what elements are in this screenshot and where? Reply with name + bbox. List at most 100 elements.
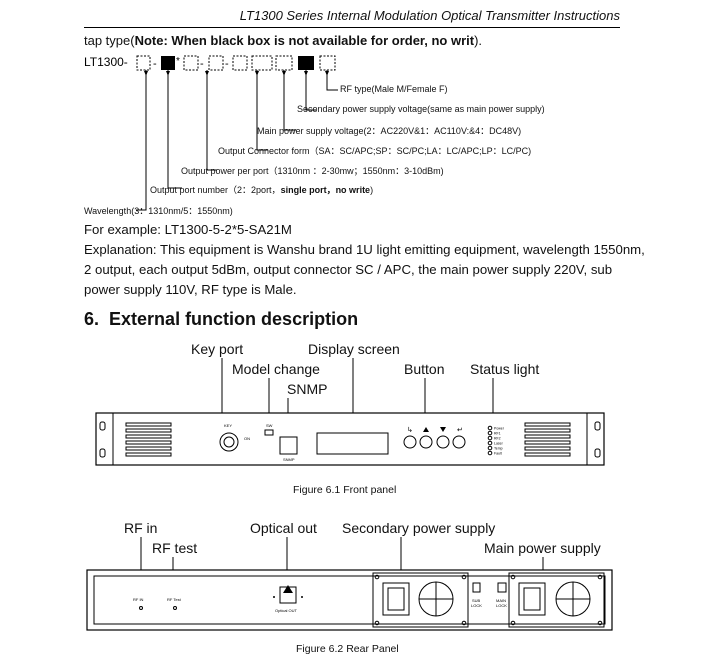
rf-test-port[interactable] (173, 606, 177, 610)
sub-lock-switch[interactable] (472, 582, 481, 593)
model-code-diagram: LT1300- - * - - (84, 55, 338, 211)
tap-type-prefix: tap type( (84, 33, 135, 48)
explanation-line-2: 2 output, each output 5dBm, output conne… (84, 262, 613, 277)
label-wavelength: Wavelength(3：1310nm/5：1550nm) (84, 206, 233, 216)
label-output-ports-pre: Output port number（2：2port， (150, 185, 281, 195)
laser-warning-icon (283, 585, 293, 593)
optical-screw (301, 596, 303, 598)
key-port-inner (223, 436, 235, 448)
down-icon (440, 427, 446, 432)
button-enter[interactable] (403, 435, 417, 449)
front-panel-caption: Figure 6.1 Front panel (293, 484, 397, 496)
code-box-main-power (275, 55, 293, 71)
rear-inner-frame (93, 575, 606, 625)
sw-text: SW (266, 423, 273, 428)
button-up[interactable] (419, 435, 433, 449)
rear-label-rf-in: RF in (124, 520, 158, 536)
front-chassis (95, 412, 605, 466)
main-lock-switch[interactable] (497, 582, 507, 593)
optical-screw (273, 596, 275, 598)
model-code-prefix: LT1300- (84, 55, 128, 69)
rear-label-secondary-ps: Secondary power supply (342, 520, 496, 536)
snmp-port[interactable] (279, 436, 298, 455)
led-label: Temp (494, 447, 503, 451)
button-down[interactable] (436, 435, 450, 449)
led-label: Fault (494, 452, 502, 456)
example-text: For example: LT1300-5-2*5-SA21M (84, 222, 292, 237)
status-light-labels: Power RF1 RF2 Laser Temp Fault (494, 427, 505, 456)
snmp-text: SNMP (283, 457, 295, 462)
model-code-star: * (176, 56, 180, 67)
explanation-line-3: power supply 110V, RF type is Male. (84, 282, 297, 297)
front-label-button: Button (404, 361, 445, 377)
rear-chassis (86, 569, 613, 631)
front-button-icons: ↳ ↵ (407, 426, 463, 434)
model-change-switch[interactable] (264, 429, 274, 436)
code-leader-arrows (144, 71, 329, 76)
led-label: Power (494, 427, 505, 431)
front-label-model-change: Model change (232, 361, 320, 377)
key-text: KEY (224, 423, 232, 428)
label-output-power: Output power per port（1310nm ：2-30mw；155… (181, 166, 444, 176)
up-icon (423, 427, 429, 432)
code-box-ports (161, 56, 175, 70)
explanation-line-1: Explanation: This equipment is Wanshu br… (84, 242, 645, 257)
label-output-ports: Output port number（2：2port，single port，n… (150, 183, 373, 196)
tap-type-note: Note: When black box is not available fo… (134, 33, 475, 48)
rear-label-optical-out: Optical out (250, 520, 317, 536)
label-rf-type: RF type(Male M/Female F) (340, 84, 448, 94)
rear-label-rf-test: RF test (152, 540, 198, 556)
front-vent-left (125, 422, 172, 457)
front-label-display-screen: Display screen (308, 341, 400, 357)
main-power-supply (508, 572, 605, 628)
section-title: External function description (109, 309, 359, 329)
label-connector-form: Output Connector form（SA：SC/APC;SP：SC/PC… (218, 146, 532, 156)
section-heading: 6. External function description (84, 309, 358, 330)
secondary-power-supply (372, 572, 469, 628)
header-rule (84, 27, 620, 28)
led-label: RF1 (494, 432, 501, 436)
main-lock-text-2: LOCK (496, 603, 507, 608)
sub-lock-text-2: LOCK (471, 603, 482, 608)
front-label-status-light: Status light (470, 361, 540, 377)
label-secondary-power: Secondary power supply voltage(same as m… (297, 104, 545, 114)
model-code-sep-3: - (225, 58, 229, 70)
key-on-text: ON (244, 436, 250, 441)
button-return[interactable] (452, 435, 466, 449)
code-box-connector-2 (251, 55, 273, 71)
enter-icon: ↳ (407, 426, 413, 434)
label-output-ports-bold: single port，no write (280, 185, 371, 195)
led-label: RF2 (494, 437, 501, 441)
rf-test-text: RF Test (167, 597, 182, 602)
code-box-power-2 (208, 55, 224, 71)
front-label-key-port: Key port (191, 341, 244, 357)
label-main-power: Main power supply voltage(2：AC220V&1：AC1… (257, 126, 522, 136)
front-mount-hole (99, 448, 106, 458)
tap-type-line: tap type(Note: When black box is not ava… (84, 33, 482, 48)
optical-out-text: Optical OUT (275, 608, 298, 613)
code-box-power (183, 55, 199, 71)
code-box-connector-1 (232, 55, 248, 71)
code-box-secondary-power (298, 56, 314, 70)
page-header-title: LT1300 Series Internal Modulation Optica… (239, 8, 620, 23)
front-mount-hole (99, 421, 106, 431)
rf-in-text: RF IN (133, 597, 144, 602)
section-number: 6. (84, 309, 100, 329)
front-mount-hole (594, 448, 601, 458)
tap-type-suffix: ). (474, 33, 483, 48)
rear-panel-caption: Figure 6.2 Rear Panel (296, 643, 399, 655)
code-box-wavelength (136, 55, 151, 71)
return-icon: ↵ (457, 427, 463, 434)
display-screen (316, 432, 389, 455)
key-port[interactable] (219, 432, 239, 452)
sub-lock-text-1: SUB (472, 598, 481, 603)
model-code-sep-2: - (200, 58, 204, 70)
main-lock-text-1: MAIN (496, 598, 506, 603)
code-leader-lines (136, 70, 338, 211)
front-vent-right (524, 422, 571, 457)
status-lights (487, 425, 493, 456)
led-label: Laser (494, 442, 504, 446)
rf-in-port[interactable] (139, 606, 143, 610)
